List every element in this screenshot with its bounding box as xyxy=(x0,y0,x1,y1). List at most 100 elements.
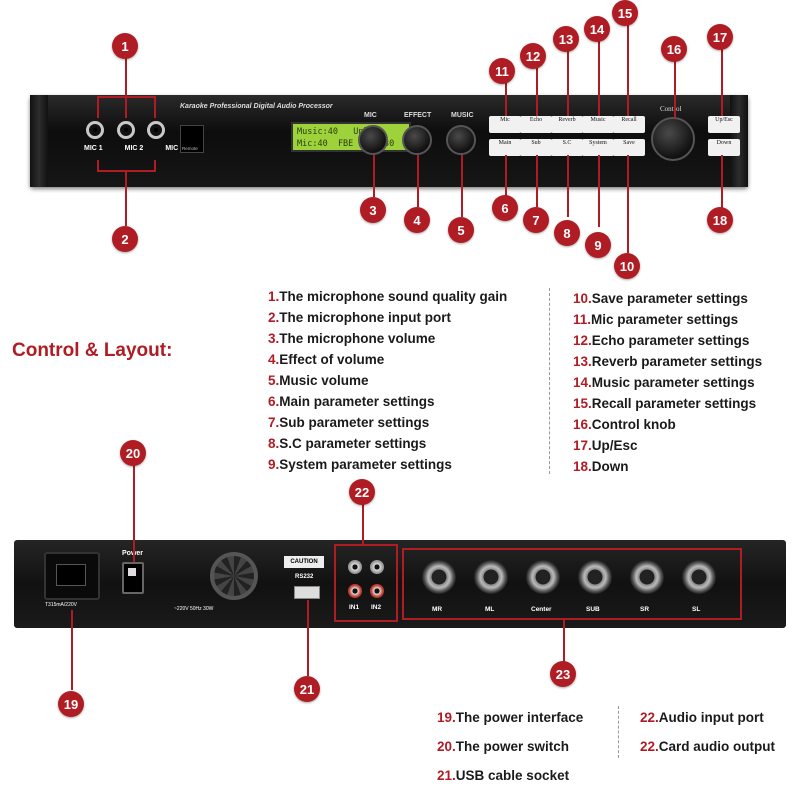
list-item: 18.Down xyxy=(573,456,762,477)
mic-jack-3[interactable] xyxy=(147,121,165,139)
badge-8: 8 xyxy=(554,220,580,246)
up-esc-button[interactable]: Up/Esc xyxy=(708,116,740,133)
audio-output-frame xyxy=(402,548,742,620)
list-item: 12.Echo parameter settings xyxy=(573,330,762,351)
reverb-button[interactable]: Reverb xyxy=(551,116,583,133)
list-item-number: 12. xyxy=(573,333,592,348)
list-item: 8.S.C parameter settings xyxy=(268,433,507,454)
xlr-output-ml[interactable] xyxy=(474,560,508,594)
list-item-text: Main parameter settings xyxy=(279,394,435,409)
effect-volume-knob[interactable] xyxy=(402,125,432,155)
list-item-text: USB cable socket xyxy=(455,768,570,783)
mic-jack-2[interactable] xyxy=(117,121,135,139)
leader-line xyxy=(563,620,565,662)
feature-list-left: 1.The microphone sound quality gain 2.Th… xyxy=(268,286,507,475)
list-item-text: Save parameter settings xyxy=(591,291,748,306)
list-item: 10.Save parameter settings xyxy=(573,288,762,309)
leader-line xyxy=(674,58,676,118)
badge-3: 3 xyxy=(360,197,386,223)
xlr-output-sr[interactable] xyxy=(630,560,664,594)
list-item-text: Control knob xyxy=(591,417,676,432)
leader-line xyxy=(721,48,723,116)
rca-input-1-top[interactable] xyxy=(348,560,362,574)
list-item-number: 16. xyxy=(573,417,592,432)
leader-line xyxy=(373,155,375,197)
back-list-right: 22.Audio input port 22.Card audio output xyxy=(640,703,775,761)
badge-4: 4 xyxy=(404,207,430,233)
section-title: Control & Layout: xyxy=(12,340,173,361)
list-item: 17.Up/Esc xyxy=(573,435,762,456)
list-item-number: 1. xyxy=(268,289,280,304)
lcd-display: Music:40 Unlock Mic:40 FBE EFF:30 xyxy=(291,122,411,152)
leader-line xyxy=(627,18,629,116)
list-item-number: 18. xyxy=(573,459,592,474)
list-item-text: The microphone sound quality gain xyxy=(279,289,508,304)
list-item-number: 6. xyxy=(268,394,280,409)
rca-input-1[interactable] xyxy=(348,584,362,598)
output-label-sr: SR xyxy=(640,606,650,613)
output-label-sl: SL xyxy=(692,606,701,613)
down-button[interactable]: Down xyxy=(708,139,740,156)
xlr-output-sub[interactable] xyxy=(578,560,612,594)
list-item-number: 22. xyxy=(640,710,659,725)
mic-button[interactable]: Mic xyxy=(489,116,521,133)
rca-input-2[interactable] xyxy=(370,584,384,598)
leader-line xyxy=(505,155,507,197)
list-item-text: Sub parameter settings xyxy=(279,415,430,430)
list-item-text: Effect of volume xyxy=(279,352,385,367)
power-switch[interactable] xyxy=(122,562,144,594)
badge-13: 13 xyxy=(553,26,579,52)
list-item-text: System parameter settings xyxy=(279,457,452,472)
leader-line xyxy=(461,155,463,217)
rca-input-2-top[interactable] xyxy=(370,560,384,574)
save-button[interactable]: Save xyxy=(613,139,645,156)
list-item: 3.The microphone volume xyxy=(268,328,507,349)
control-knob[interactable] xyxy=(651,117,695,161)
leader-line xyxy=(567,50,569,116)
list-item-number: 8. xyxy=(268,436,280,451)
leader-line xyxy=(721,155,723,215)
badge-11: 11 xyxy=(489,58,515,84)
output-label-sub: SUB xyxy=(586,606,600,613)
knob-label-effect: EFFECT xyxy=(404,112,432,119)
system-button[interactable]: System xyxy=(582,139,614,156)
list-item-number: 7. xyxy=(268,415,280,430)
list-item-number: 2. xyxy=(268,310,280,325)
xlr-output-mr[interactable] xyxy=(422,560,456,594)
mic-jack-labels: MIC 1 MIC 2 MIC 3 xyxy=(84,145,184,152)
leader-line xyxy=(536,65,538,116)
list-item-number: 22. xyxy=(640,739,659,754)
main-button[interactable]: Main xyxy=(489,139,521,156)
remote-ir-window: Remote xyxy=(180,125,204,153)
list-item-text: The microphone input port xyxy=(279,310,452,325)
leader-line xyxy=(154,96,156,118)
badge-5: 5 xyxy=(448,217,474,243)
music-volume-knob[interactable] xyxy=(446,125,476,155)
badge-19: 19 xyxy=(58,691,84,717)
sc-button[interactable]: S.C xyxy=(551,139,583,156)
brand-text: Karaoke Professional Digital Audio Proce… xyxy=(180,103,333,110)
xlr-output-center[interactable] xyxy=(526,560,560,594)
music-button[interactable]: Music xyxy=(582,116,614,133)
mic-volume-knob[interactable] xyxy=(358,125,388,155)
recall-button[interactable]: Recall xyxy=(613,116,645,133)
badge-1: 1 xyxy=(112,33,138,59)
list-item-text: Down xyxy=(591,459,629,474)
list-item-text: Reverb parameter settings xyxy=(591,354,763,369)
badge-9: 9 xyxy=(585,232,611,258)
mic-jack-1[interactable] xyxy=(86,121,104,139)
badge-23: 23 xyxy=(550,661,576,687)
list-item-number: 17. xyxy=(573,438,592,453)
voltage-label: ~220V 50Hz 30W xyxy=(174,606,214,612)
sub-button[interactable]: Sub xyxy=(520,139,552,156)
list-item-number: 11. xyxy=(573,312,592,327)
usb-socket[interactable] xyxy=(294,586,320,599)
xlr-output-sl[interactable] xyxy=(682,560,716,594)
leader-line xyxy=(97,96,99,118)
list-item: 13.Reverb parameter settings xyxy=(573,351,762,372)
echo-button[interactable]: Echo xyxy=(520,116,552,133)
front-panel: MIC 1 MIC 2 MIC 3 Karaoke Professional D… xyxy=(30,95,748,187)
output-label-center: Center xyxy=(531,606,552,613)
power-inlet[interactable] xyxy=(44,552,100,600)
badge-2: 2 xyxy=(112,226,138,252)
